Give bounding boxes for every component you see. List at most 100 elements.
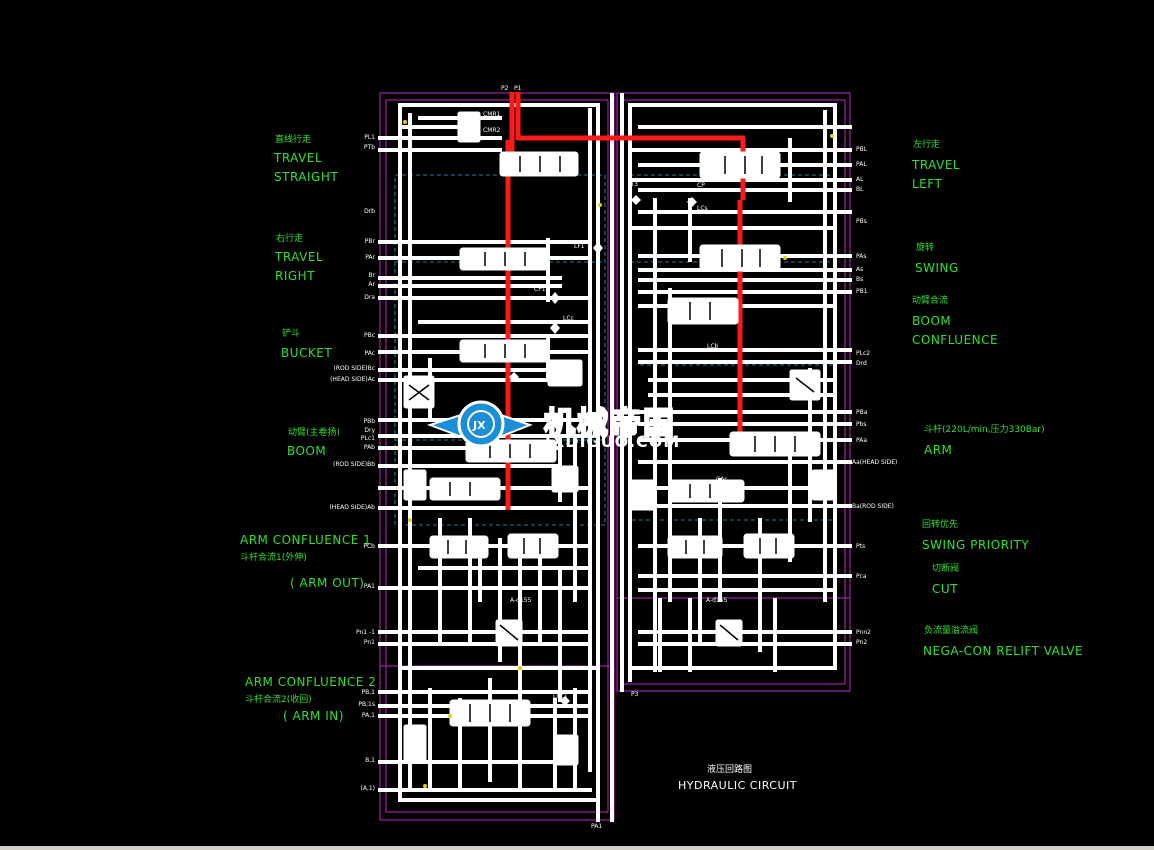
port-label: PAc [364,350,375,357]
label-travel-right-en2: RIGHT [275,269,316,283]
label-travel-right-en1: TRAVEL [275,250,324,264]
label-travel-straight-en2: STRAIGHT [274,170,339,184]
markers [403,120,834,788]
label-arm-confluence2-en: ARM CONFLUENCE 2 [245,675,377,689]
port-label: Pts [856,543,866,550]
port-label: (ROD SIDE)Bc [333,365,375,372]
port-label: PTb [363,144,375,151]
port-label: PBc [363,332,375,339]
port-label: Drb [364,208,375,215]
inner-label: LT3 [628,181,638,188]
port-label: Drd [856,360,867,367]
label-swing-priority-en: SWING PRIORITY [922,538,1030,552]
port-label: PAb [363,444,375,451]
inner-label: LF1 [574,243,585,250]
inner-label: CP [697,182,705,189]
port-label: PCb [363,543,375,550]
port-label: (HEAD SIDE)Ab [329,504,375,511]
port-label: PB,1s [358,701,375,708]
label-bucket-cn: 铲斗 [282,329,301,339]
port-label: (A,1) [360,785,375,792]
label-arm-confluence2-cn: 斗杆合流2(收回) [245,695,312,705]
port-label: PAL [856,161,867,168]
label-arm-confluence1-cn: 斗杆合流1(外伸) [240,553,307,563]
port-label: PLc2 [856,350,871,357]
port-label: PB1 [856,288,868,295]
port-label: PBb [363,418,375,425]
port-label: As [856,266,864,273]
port-label: PL1 [364,134,375,141]
inner-label: CAr [716,476,727,483]
label-negacon-en: NEGA-CON RELIFT VALVE [923,644,1084,658]
label-cut-cn: 切断阀 [932,564,960,574]
valve-symbols [408,156,815,722]
label-travel-left-en1: TRAVEL [912,158,961,172]
port-label: PA,1 [361,712,375,719]
label-arm-en: ARM [924,443,953,457]
watermark-logo [426,400,533,448]
label-cut-en: CUT [932,582,958,596]
inner-label: LCc [563,315,574,322]
port-label: Pn1 [363,639,375,646]
label-travel-left-en2: LEFT [912,177,943,191]
label-boom-confluence-en1: BOOM [912,314,952,328]
inner-label: LCb [707,343,719,350]
port-label: (ROD SIDE)Bb [332,461,375,468]
port-label: PAr [365,254,375,261]
junction-nodes [509,195,697,706]
port-label: Ar [368,281,375,288]
label-arm-in: ( ARM IN) [283,709,344,723]
inner-label: CP1 [534,286,546,293]
port-label: PLc1 [360,435,375,442]
port-label: PA1 [363,583,375,590]
port-label: AL [856,176,864,183]
port-label: (HEAD SIDE)Ac [330,376,375,383]
port-label: Pn1 -1 [355,629,375,636]
port-label: B,1 [365,757,375,764]
label-boom-confluence-cn: 动臂合流 [912,296,949,306]
label-boom-en: BOOM [287,444,327,458]
diagram-title-cn: 液压回路图 [707,765,753,775]
label-swing-en: SWING [915,261,959,275]
port-label: Pbs [856,421,867,428]
port-label: PBa [856,409,868,416]
inner-label: PA1 [591,823,603,830]
label-swing-cn: 旋转 [916,243,935,253]
diagram-title-en: HYDRAULIC CIRCUIT [678,779,797,792]
label-boom-confluence-en2: CONFLUENCE [912,333,999,347]
label-negacon-cn: 负流量溢流阀 [924,626,979,636]
inner-label: P3 [631,691,639,698]
label-arm-cn: 斗杆(220L/min,压力330Bar) [924,425,1045,435]
label-arm-out: ( ARM OUT) [290,576,365,590]
watermark-url: JXDIGUO.COM [545,432,681,451]
port-label: PB,1 [361,689,375,696]
label-boom-cn: 动臂(主卷扬) [288,428,341,438]
label-travel-straight-cn: 直线行走 [275,135,312,145]
inner-label: P1 [514,85,522,92]
port-label: Pn2 [856,639,868,646]
inner-label: A-d155 [706,597,728,604]
port-label: Ba(ROD SIDE) [852,503,894,510]
port-label: Dry [364,427,375,434]
port-label: Dra [364,294,375,301]
port-label: Br [368,272,375,279]
inner-label: CMR2 [483,127,501,134]
port-label: BL [856,186,864,193]
port-label: Aa(HEAD SIDE) [852,459,898,466]
watermark-title: 机械帝国 [543,405,676,443]
watermark-badge-text: JX [472,419,486,432]
port-label: PAa [856,437,868,444]
label-travel-left-cn: 左行走 [913,140,941,150]
label-swing-priority-cn: 回转优先 [922,520,959,530]
port-label: PBs [856,218,867,225]
status-strip [0,846,1154,850]
port-label: PAs [856,253,867,260]
inner-label: LCc1 [553,693,568,700]
label-arm-confluence1-en: ARM CONFLUENCE 1 [240,533,372,547]
inner-label: CMR1 [483,111,501,118]
inner-label: A-d155 [510,597,532,604]
inner-label: LCs [697,205,708,212]
label-bucket-en: BUCKET [281,346,333,360]
port-label: Bs [856,276,864,283]
